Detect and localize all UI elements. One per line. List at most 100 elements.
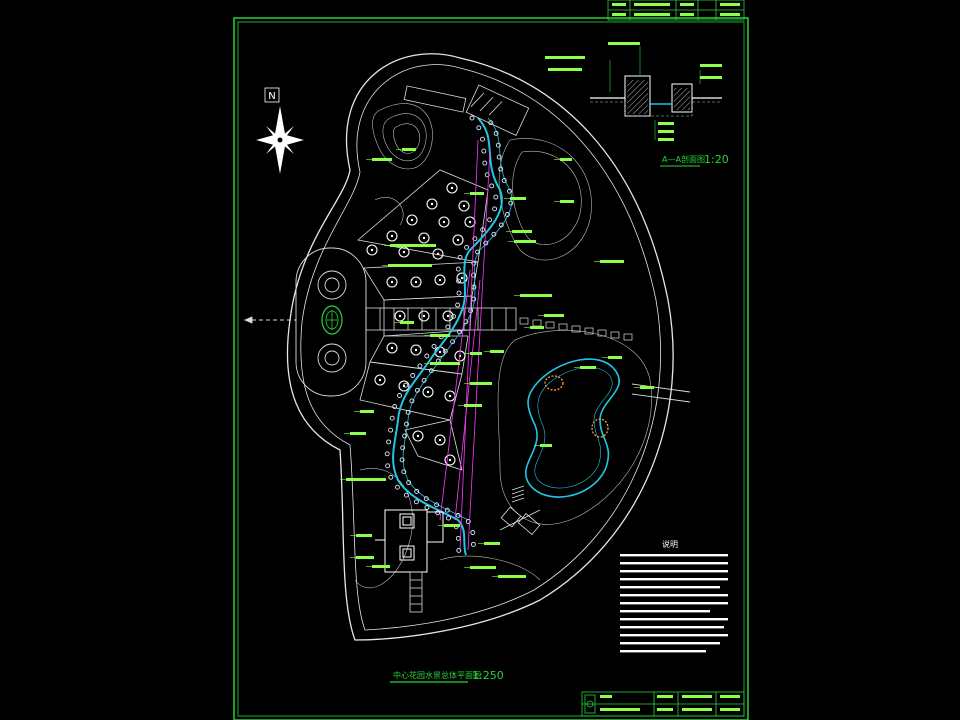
- title-block: [581, 691, 745, 717]
- note-line: [620, 578, 728, 581]
- stepping-stone-path: [519, 317, 633, 341]
- tree-icon: [434, 274, 446, 286]
- tree-icon: [406, 214, 418, 226]
- main-scale: 1:250: [472, 669, 504, 682]
- note-line: [620, 634, 728, 637]
- section-scale: 1:20: [704, 153, 729, 166]
- annotation-label: [394, 321, 414, 324]
- tree-icon: [386, 276, 398, 288]
- note-line: [620, 562, 728, 565]
- south-building: [375, 509, 444, 573]
- tree-icon: [386, 342, 398, 354]
- annotation-label: [594, 260, 624, 263]
- notes-heading: 说明: [662, 539, 678, 549]
- annotation-label: [538, 314, 564, 317]
- tree-icon: [444, 454, 456, 466]
- tree-icon: [456, 272, 468, 284]
- paved-walkway: [365, 307, 517, 331]
- annotation-label: [574, 366, 596, 369]
- annotation-label: [464, 382, 492, 385]
- annotation-label: [382, 264, 432, 267]
- annotation-label: [458, 404, 482, 407]
- section-detail: [545, 42, 722, 141]
- annotation-label: [464, 352, 482, 355]
- annotation-label: [504, 197, 526, 200]
- entrance-structure: [403, 84, 530, 136]
- circular-plaza: [243, 247, 367, 397]
- annotation-label: [344, 432, 366, 435]
- note-line: [620, 610, 710, 613]
- tree-icon: [446, 182, 458, 194]
- annotation-label: [396, 148, 416, 151]
- annotation-label: [424, 362, 460, 365]
- north-label: N: [268, 91, 275, 102]
- contour-lines: [354, 103, 652, 589]
- pond: [524, 358, 620, 498]
- north-arrow-icon: N: [256, 87, 304, 174]
- notes-lines: [620, 554, 728, 653]
- tree-icon: [458, 200, 470, 212]
- annotation-label: [350, 534, 372, 537]
- design-notes: 说明: [620, 539, 728, 653]
- annotation-label: [384, 244, 436, 247]
- annotation-label: [340, 478, 386, 481]
- note-line: [620, 570, 728, 573]
- annotation-label: [634, 386, 654, 389]
- south-steps: [409, 571, 423, 613]
- title-block-text: [600, 695, 740, 711]
- annotation-label: [438, 524, 460, 527]
- plan-annotations: [340, 148, 654, 578]
- tree-icon: [444, 390, 456, 402]
- tree-icon: [452, 234, 464, 246]
- tree-icon: [374, 374, 386, 386]
- tree-icon: [426, 198, 438, 210]
- stream-edge-stones: [384, 115, 514, 553]
- annotation-label: [554, 158, 572, 161]
- tree-icon: [418, 310, 430, 322]
- central-planting-bed: [321, 305, 343, 335]
- annotation-label: [366, 158, 392, 161]
- section-leader-lines: [439, 139, 491, 551]
- tree-icon: [434, 434, 446, 446]
- tree-icon: [432, 248, 444, 260]
- annotation-label: [350, 556, 374, 559]
- annotation-label: [534, 444, 552, 447]
- note-line: [620, 594, 728, 597]
- tree-icon: [410, 276, 422, 288]
- note-line: [620, 650, 706, 653]
- annotation-label: [366, 565, 390, 568]
- tree-icon: [412, 430, 424, 442]
- title-block-logo-icon: [584, 694, 596, 714]
- annotation-label: [506, 230, 532, 233]
- tree-grid-areas: [357, 169, 489, 471]
- main-title: 中心花园水景总体平面图: [393, 670, 481, 680]
- note-line: [620, 626, 724, 629]
- annotation-label: [524, 326, 544, 329]
- tree-icon: [410, 344, 422, 356]
- main-title-group: 中心花园水景总体平面图 1:250: [390, 669, 504, 683]
- note-line: [620, 554, 728, 557]
- annotation-label: [464, 566, 496, 569]
- annotation-label: [424, 334, 450, 337]
- annotation-label: [484, 350, 504, 353]
- note-line: [620, 586, 720, 589]
- tree-symbols: [366, 182, 476, 466]
- annotation-label: [554, 200, 574, 203]
- tree-icon: [464, 216, 476, 228]
- pond-steps: [511, 485, 525, 503]
- annotation-label: [514, 294, 552, 297]
- annotation-label: [478, 542, 500, 545]
- section-title-group: A—A剖面图 1:20: [660, 153, 729, 167]
- note-line: [620, 642, 720, 645]
- east-bridge: [631, 383, 691, 403]
- sheet-frame: [233, 17, 749, 720]
- tree-icon: [438, 216, 450, 228]
- annotation-label: [354, 410, 374, 413]
- top-title-strip: [607, 0, 745, 21]
- tree-icon: [442, 310, 454, 322]
- tree-icon: [418, 232, 430, 244]
- tree-icon: [422, 386, 434, 398]
- tree-icon: [394, 310, 406, 322]
- annotation-label: [492, 575, 526, 578]
